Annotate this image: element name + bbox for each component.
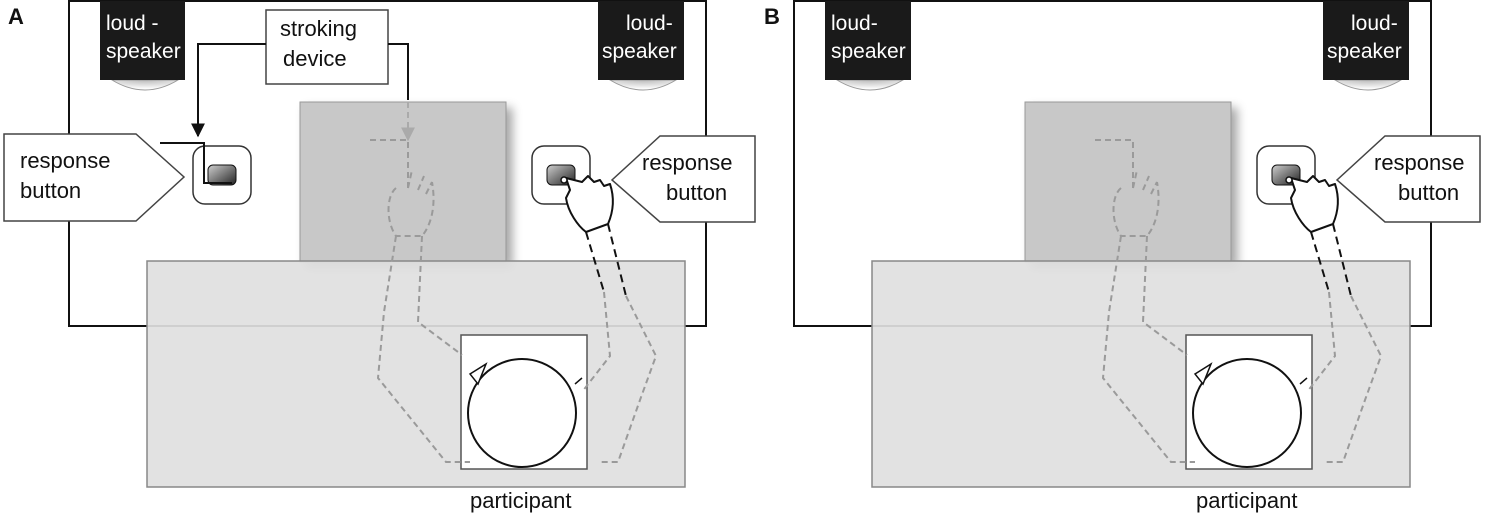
panel-b-letter: B — [764, 4, 780, 29]
loudspeaker-right-line1: loud- — [1351, 12, 1398, 35]
loudspeaker-left: loud- speaker — [825, 1, 911, 91]
loudspeaker-right-line2: speaker — [1327, 40, 1402, 63]
response-label-right: response button — [1335, 135, 1481, 223]
participant-table — [871, 260, 1411, 488]
panel-a-letter: A — [8, 4, 24, 29]
device-line-right — [388, 43, 409, 100]
loudspeaker-right-line1: loud- — [626, 12, 673, 35]
stroking-device-line1: stroking — [280, 16, 357, 41]
stroking-table — [299, 101, 507, 263]
panel-b: B loud- speaker loud- speaker response — [764, 0, 1481, 513]
stroking-table — [1024, 101, 1232, 263]
loudspeaker-right-line2: speaker — [602, 40, 677, 63]
device-line-left — [191, 43, 266, 138]
loudspeaker-left-line1: loud - — [106, 12, 159, 35]
loudspeaker-left-line1: loud- — [831, 12, 878, 35]
real-hand-right — [1285, 175, 1383, 463]
response-label-right: response button — [610, 135, 756, 223]
participant-head — [1185, 334, 1313, 470]
real-hand-right — [560, 175, 658, 463]
response-left-line1: response — [20, 148, 111, 173]
response-button-left — [160, 142, 252, 205]
loudspeaker-left: loud - speaker — [100, 1, 185, 91]
stroking-device-line2: device — [283, 46, 347, 71]
response-label-left: response button — [3, 133, 186, 222]
participant-head — [460, 334, 588, 470]
response-right-line1: response — [642, 150, 733, 175]
response-right-line2: button — [1398, 180, 1459, 205]
loudspeaker-right: loud- speaker — [598, 1, 684, 91]
loudspeaker-left-line2: speaker — [106, 40, 181, 63]
stroking-device-label: stroking device — [265, 9, 389, 85]
response-right-line1: response — [1374, 150, 1465, 175]
participant-label: participant — [1196, 488, 1298, 513]
loudspeaker-left-line2: speaker — [831, 40, 906, 63]
hidden-hand-left — [1095, 139, 1195, 463]
response-right-line2: button — [666, 180, 727, 205]
response-left-line2: button — [20, 178, 81, 203]
hidden-hand-left — [370, 139, 470, 463]
participant-table — [146, 260, 686, 488]
loudspeaker-right: loud- speaker — [1323, 1, 1409, 91]
participant-label: participant — [470, 488, 572, 513]
panel-a: A loud - speaker loud- speaker stroking … — [3, 0, 756, 513]
